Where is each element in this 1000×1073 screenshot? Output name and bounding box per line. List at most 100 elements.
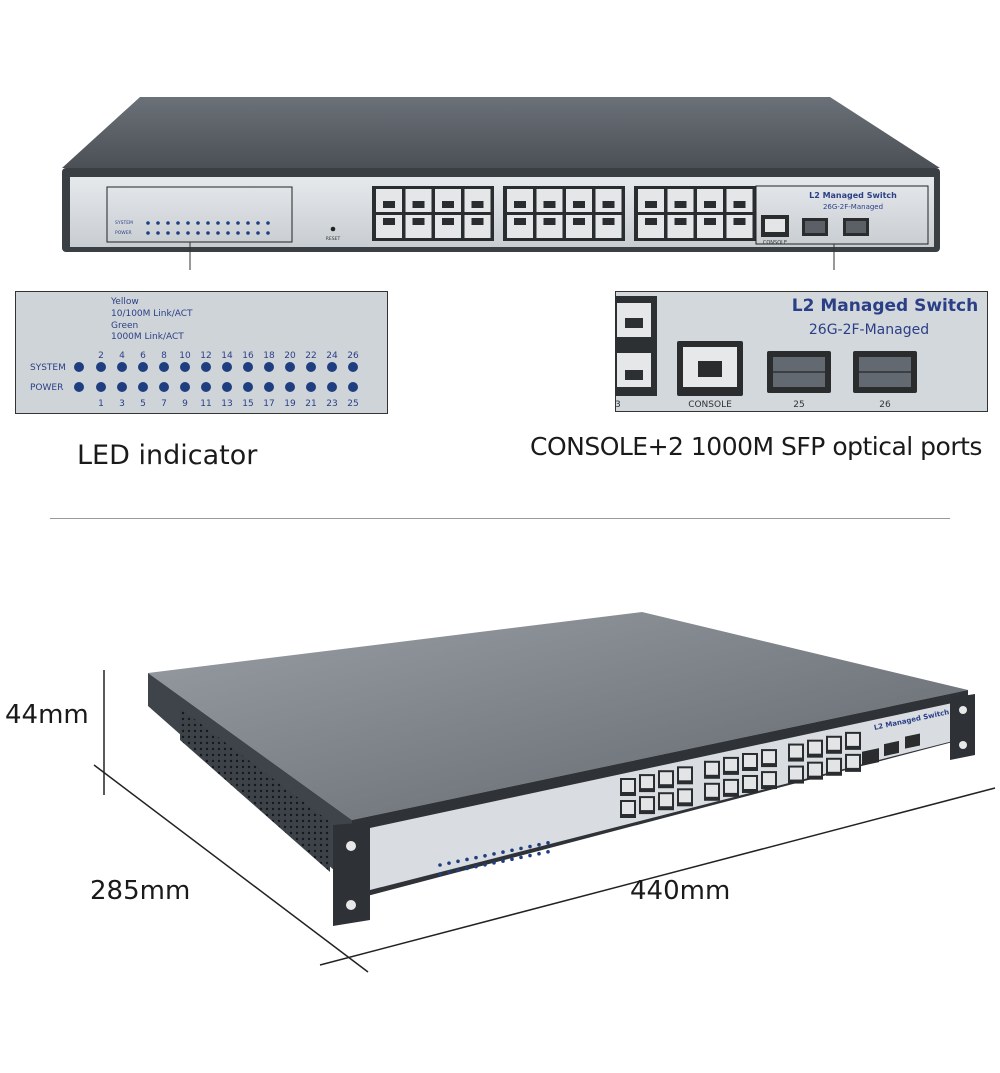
width-dim-line <box>319 787 996 966</box>
iso-led-top <box>438 863 442 867</box>
led-top-number: 12 <box>200 351 211 361</box>
port-led-top-small <box>166 221 170 225</box>
rj45-port <box>697 189 723 212</box>
rj45-port <box>435 215 461 238</box>
port-led-top-small <box>266 221 270 225</box>
rack-ear-left <box>333 822 370 926</box>
iso-rj45-socket <box>706 762 718 775</box>
iso-led-top <box>519 846 523 851</box>
iso-led-bottom <box>465 866 469 871</box>
port-led-bottom <box>348 382 358 392</box>
port-led-bottom <box>180 382 190 392</box>
led-bottom-number: 17 <box>263 399 274 409</box>
rj45-port <box>536 215 563 238</box>
port-led-top-small <box>176 221 180 225</box>
port-led-bottom <box>222 382 232 392</box>
led-zoom-grid: 2143658710912111413161518172019222124232… <box>96 351 359 409</box>
rack-ear-right <box>950 694 975 760</box>
port-led-bottom <box>327 382 337 392</box>
port-led-top-small <box>246 221 250 225</box>
led-top-number: 6 <box>140 351 146 361</box>
iso-rj45-socket <box>847 755 859 768</box>
rj45-latch <box>674 201 687 208</box>
system-led <box>74 362 84 372</box>
model-title: L2 Managed Switch <box>792 296 978 316</box>
port-led-bottom <box>96 382 106 392</box>
rj45-port <box>376 189 402 212</box>
port-led-bottom <box>306 382 316 392</box>
iso-led-bottom <box>510 857 514 862</box>
sfp-label-26: 26 <box>879 400 891 410</box>
led-bottom-number: 15 <box>242 399 253 409</box>
rj45-latch <box>471 201 484 208</box>
iso-led-top <box>501 850 505 854</box>
port-led-top <box>159 362 169 372</box>
led-top-number: 20 <box>284 351 296 361</box>
port-led-top <box>264 362 274 372</box>
led-bottom-number: 1 <box>98 399 104 409</box>
rj45-port <box>507 189 533 212</box>
led-zoom-panel: Yellow 10/100M Link/ACT Green 1000M Link… <box>15 291 388 414</box>
led-top-number: 4 <box>119 351 125 361</box>
port-led-top-small <box>186 221 190 225</box>
led-bottom-number: 23 <box>326 399 337 409</box>
rj45-port <box>405 189 432 212</box>
rj45-port <box>726 215 753 238</box>
rj45-port <box>376 215 402 238</box>
rj45-port <box>405 215 432 238</box>
rj45-port <box>638 189 664 212</box>
led-top-number: 18 <box>263 351 275 361</box>
rj45-latch <box>704 218 716 225</box>
iso-led-top <box>537 842 541 847</box>
iso-led-dots <box>438 841 550 876</box>
rj45-port <box>667 189 694 212</box>
rj45-port <box>595 215 622 238</box>
svg-text:3: 3 <box>615 400 621 410</box>
rj45-port <box>566 189 592 212</box>
iso-led-bottom <box>546 850 550 854</box>
rj45-port <box>638 215 664 238</box>
rj45-port <box>464 215 491 238</box>
port-led-bottom-small <box>236 231 240 235</box>
rj45-latch <box>471 218 484 225</box>
height-dimension: 44mm <box>5 700 89 730</box>
led-top-number: 26 <box>347 351 359 361</box>
port-led-bottom-small <box>206 231 210 235</box>
reset-label-small: RESET <box>326 236 341 242</box>
rj45-latch <box>733 218 746 225</box>
rj45-port <box>536 189 563 212</box>
port-led-top <box>180 362 190 372</box>
console-label-small: CONSOLE <box>763 240 787 246</box>
rj45-latch <box>543 201 556 208</box>
led-top-number: 2 <box>98 351 104 361</box>
led-top-number: 10 <box>179 351 191 361</box>
led-bottom-number: 19 <box>284 399 296 409</box>
led-bottom-number: 11 <box>200 399 211 409</box>
rj45-latch <box>573 218 585 225</box>
port-led-bottom <box>159 382 169 392</box>
iso-rj45-socket <box>706 784 718 797</box>
port-led-bottom-small <box>196 231 200 235</box>
iso-rj45-socket <box>660 772 672 785</box>
port-led-bottom-small <box>176 231 180 235</box>
iso-led-bottom <box>492 861 496 865</box>
rj45-latch <box>573 201 585 208</box>
rj45-port <box>566 215 592 238</box>
port-led-bottom-small <box>166 231 170 235</box>
rj45-latch <box>514 218 526 225</box>
port-led-top <box>138 362 148 372</box>
led-bottom-number: 7 <box>161 399 167 409</box>
iso-led-top <box>474 855 478 860</box>
port-led-top <box>117 362 127 372</box>
led-top-number: 8 <box>161 351 167 361</box>
port-led-top <box>306 362 316 372</box>
iso-led-bottom <box>519 855 523 860</box>
system-label-small: SYSTEM <box>115 220 133 226</box>
switch-isometric-view: L2 Managed Switch <box>93 612 996 973</box>
led-area-box <box>106 186 293 243</box>
port-led-bottom <box>285 382 295 392</box>
rj45-latch <box>733 201 746 208</box>
rj45-port <box>464 189 491 212</box>
led-top-number: 16 <box>242 351 254 361</box>
